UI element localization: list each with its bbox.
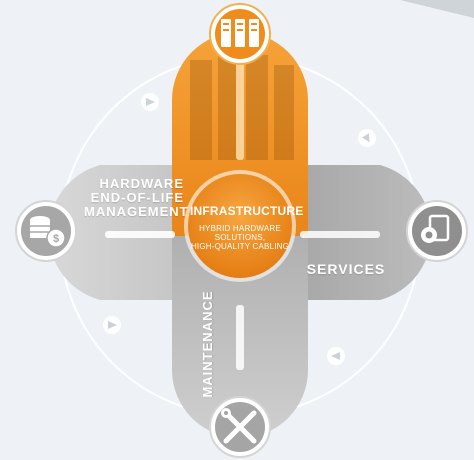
infrastructure-title: INFRASTRUCTURE [190, 204, 304, 218]
coins-dollar-icon: $ [15, 200, 77, 262]
maintenance-label: MAINTENANCE [200, 290, 215, 398]
right-highlight-bar [300, 231, 380, 238]
hardware-eol-label: HARDWARE END-OF-LIFE MANAGEMENT [84, 176, 189, 219]
infrastructure-subtitle: HYBRID HARDWARE SOLUTIONS, HIGH-QUALITY … [190, 224, 290, 251]
ring-arrow-bottom-right [327, 347, 345, 365]
svg-text:$: $ [53, 233, 59, 245]
left-highlight-bar [105, 231, 175, 238]
ring-arrow-top-right [358, 129, 376, 147]
services-label: SERVICES [306, 261, 386, 277]
subtitle-line-1: HYBRID HARDWARE [199, 224, 281, 233]
subtitle-line-3: HIGH-QUALITY CABLING [190, 242, 290, 251]
gear-document-icon [406, 200, 468, 262]
hardware-label-line-2: END-OF-LIFE [90, 190, 184, 205]
corner-shade [400, 0, 474, 18]
hardware-label-line-1: HARDWARE [99, 176, 184, 191]
wrench-screwdriver-icon [209, 396, 271, 458]
ring-arrow-bottom-left [103, 316, 121, 334]
server-icon [209, 3, 271, 65]
subtitle-line-2: SOLUTIONS, [214, 233, 266, 242]
top-highlight-bar [236, 60, 244, 160]
bottom-highlight-bar [236, 305, 244, 370]
center-circle [188, 174, 292, 278]
ring-arrow-top-left [141, 93, 159, 111]
hardware-label-line-3: MANAGEMENT [84, 204, 189, 219]
server-rack-texture [190, 50, 294, 160]
